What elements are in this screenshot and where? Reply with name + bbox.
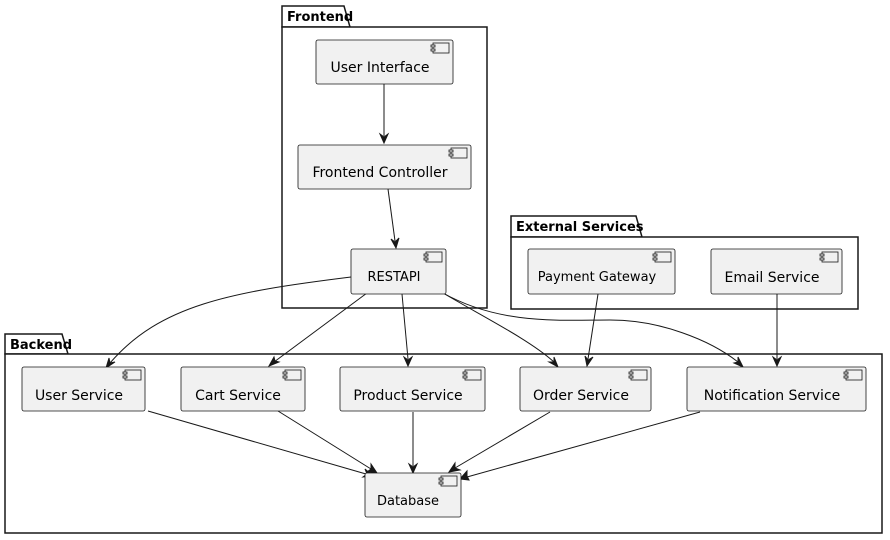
component-user-interface-label: User Interface <box>330 60 429 76</box>
edge-rest-api-to-product-service <box>401 293 414 368</box>
edge-user-interface-to-frontend-controller <box>378 84 390 145</box>
component-icon <box>122 369 142 381</box>
component-order-service-label: Order Service <box>533 388 629 404</box>
edge-notification-service-to-database <box>458 411 701 481</box>
component-icon <box>819 251 839 263</box>
component-email-service: Email Service <box>710 248 843 295</box>
edge-rest-api-to-cart-service <box>267 292 368 367</box>
component-cart-service: Cart Service <box>180 366 306 412</box>
component-notification-service-label: Notification Service <box>704 388 841 404</box>
component-frontend-controller-label: Frontend Controller <box>312 165 447 181</box>
component-order-service: Order Service <box>519 366 652 412</box>
edge-cart-service-to-database <box>277 410 379 474</box>
component-icon <box>628 369 648 381</box>
component-email-service-label: Email Service <box>724 270 819 286</box>
component-payment-gateway-label: Payment Gateway <box>538 270 657 285</box>
edge-order-service-to-database <box>447 411 551 473</box>
component-rest-api-label: RESTAPI <box>368 270 421 285</box>
component-icon <box>430 42 450 54</box>
component-icon <box>438 475 458 487</box>
component-user-interface: User Interface <box>315 39 454 85</box>
component-frontend-controller: Frontend Controller <box>297 144 472 190</box>
component-rest-api: RESTAPI <box>350 248 447 295</box>
component-user-service: User Service <box>21 366 146 412</box>
edge-rest-api-to-notification-service <box>442 292 745 369</box>
edge-product-service-to-database <box>407 412 419 475</box>
component-notification-service: Notification Service <box>686 366 867 412</box>
component-user-service-label: User Service <box>35 388 123 404</box>
edge-rest-api-to-order-service <box>442 292 559 369</box>
component-icon <box>462 369 482 381</box>
component-icon <box>282 369 302 381</box>
component-product-service: Product Service <box>339 366 486 412</box>
edge-frontend-controller-to-rest-api <box>387 188 400 250</box>
component-icon <box>448 147 468 159</box>
edge-email-service-to-notification-service <box>771 294 783 368</box>
edge-payment-gateway-to-order-service <box>584 293 599 368</box>
component-product-service-label: Product Service <box>353 388 462 404</box>
component-payment-gateway: Payment Gateway <box>527 248 676 295</box>
component-database: Database <box>364 472 462 518</box>
component-database-label: Database <box>377 494 439 509</box>
connections <box>105 84 783 481</box>
component-icon <box>843 369 863 381</box>
edge-rest-api-to-user-service <box>105 276 352 370</box>
package-backend-title: Backend <box>10 338 72 353</box>
component-icon <box>652 251 672 263</box>
component-icon <box>423 251 443 263</box>
package-frontend-title: Frontend <box>287 10 353 25</box>
package-external-services-title: External Services <box>516 220 644 235</box>
component-cart-service-label: Cart Service <box>195 388 281 404</box>
